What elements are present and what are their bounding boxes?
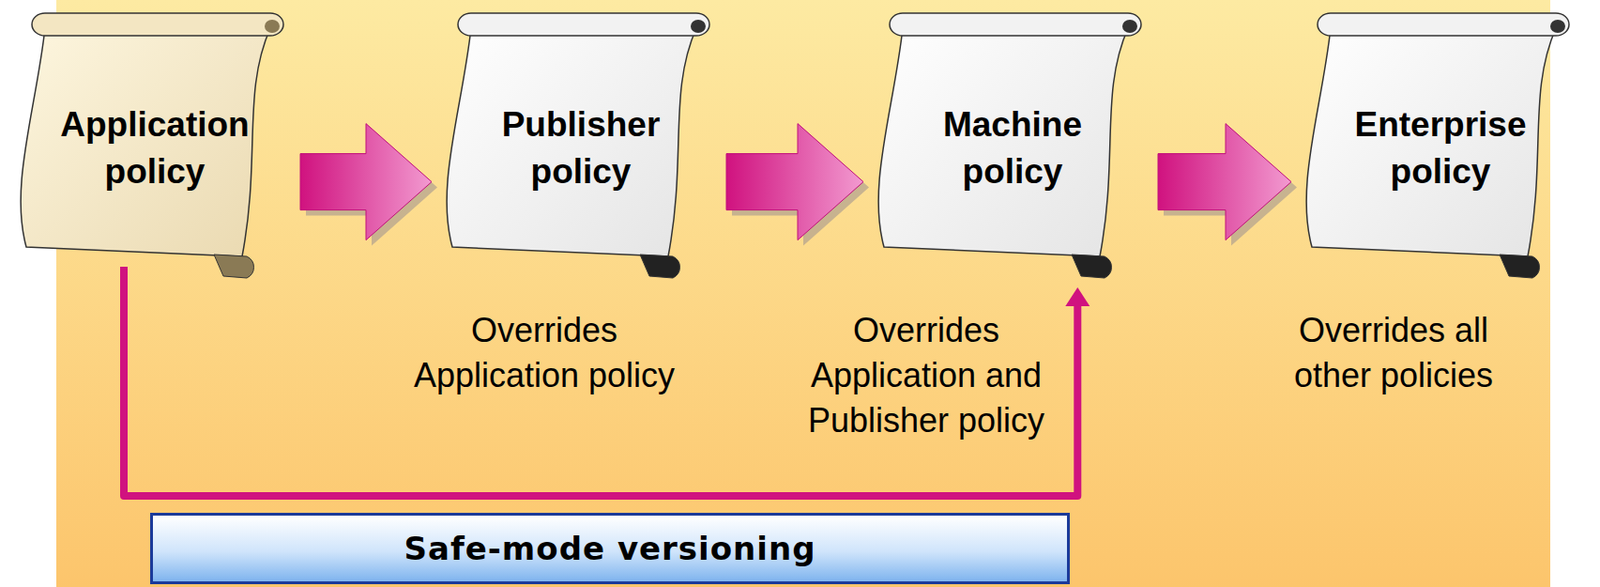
block-arrow [1158, 123, 1297, 246]
override-note: Overrides Application and Publisher poli… [771, 307, 1082, 443]
policy-scroll: Application policy [7, 7, 299, 280]
override-note: Overrides Application policy [384, 307, 704, 398]
scroll-title: Application policy [37, 101, 273, 196]
policy-scroll: Publisher policy [433, 7, 725, 280]
scroll-title: Enterprise policy [1323, 101, 1558, 196]
policy-scroll: Enterprise policy [1293, 7, 1585, 280]
scroll-title: Machine policy [895, 101, 1130, 196]
scroll-title: Publisher policy [463, 101, 699, 196]
block-arrow [726, 123, 869, 246]
safe-mode-connector [123, 266, 1090, 496]
policy-scroll: Machine policy [865, 7, 1157, 280]
block-arrow [300, 123, 438, 246]
override-note: Overrides all other policies [1280, 307, 1507, 398]
edge-label-box: Safe-mode versioning [150, 512, 1070, 584]
